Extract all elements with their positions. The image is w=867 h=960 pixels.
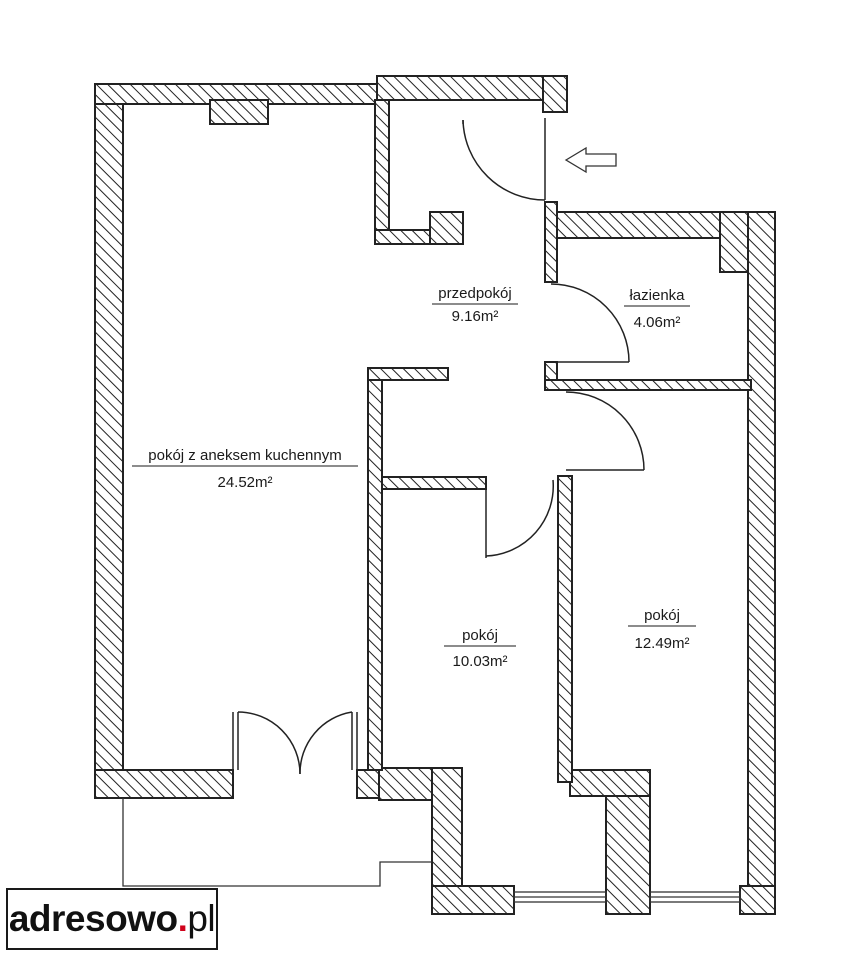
- balcony-outline: [122, 798, 432, 887]
- wall-bath-left-upper: [544, 201, 558, 283]
- wall-bottom-mid: [605, 781, 651, 915]
- living-room-area: 24.52m²: [217, 474, 272, 491]
- hall-area: 9.16m²: [452, 308, 499, 325]
- wall-hall-left-upper: [374, 99, 390, 243]
- entrance-door-swing: [462, 119, 546, 201]
- wall-room-divider: [557, 475, 573, 783]
- brand-dot: .: [177, 898, 188, 939]
- bathroom-name: łazienka: [629, 287, 685, 304]
- room2-door-swing: [565, 391, 645, 471]
- doors: [232, 118, 645, 775]
- balcony-door-right-swing: [299, 711, 353, 775]
- wall-room1-top: [381, 476, 487, 490]
- room1-area: 10.03m²: [452, 653, 507, 670]
- bathroom-door-swing: [550, 283, 630, 363]
- wall-left: [94, 83, 124, 799]
- wall-hall-left-top: [367, 367, 449, 381]
- wall-entrance-jamb: [542, 75, 568, 113]
- room1-name: pokój: [462, 627, 498, 644]
- outer-walls: [94, 75, 776, 915]
- wall-right-outer: [747, 211, 776, 915]
- room2-area: 12.49m²: [634, 635, 689, 652]
- interior-walls: [367, 99, 752, 783]
- wall-bottom-room1-low: [431, 885, 515, 915]
- windows: [513, 891, 741, 903]
- hall-name: przedpokój: [438, 285, 511, 302]
- room2-name: pokój: [644, 607, 680, 624]
- brand-tld: pl: [187, 898, 216, 939]
- bathroom-area: 4.06m²: [634, 314, 681, 331]
- room-labels: pokój z aneksem kuchennym 24.52m² przedp…: [132, 285, 696, 670]
- wall-bottom-room2-low: [739, 885, 776, 915]
- balcony-door-left-swing: [237, 711, 301, 775]
- wall-bottom-living-right: [356, 769, 380, 799]
- wall-hall-left-lower: [367, 367, 383, 771]
- room1-door-swing: [485, 479, 555, 557]
- brand-name: adresowo: [8, 898, 178, 939]
- wall-bottom-living-left: [94, 769, 234, 799]
- wall-bottom-mid-top: [569, 769, 651, 797]
- wall-bath-bottom: [544, 379, 752, 391]
- wall-top-hall: [376, 75, 568, 101]
- wall-chimney: [209, 99, 269, 125]
- entrance-arrow-icon: [564, 146, 617, 174]
- wall-hall-stub-up: [429, 211, 464, 245]
- brand-logo: adresowo.pl: [6, 888, 218, 950]
- living-room-name: pokój z aneksem kuchennym: [148, 447, 341, 464]
